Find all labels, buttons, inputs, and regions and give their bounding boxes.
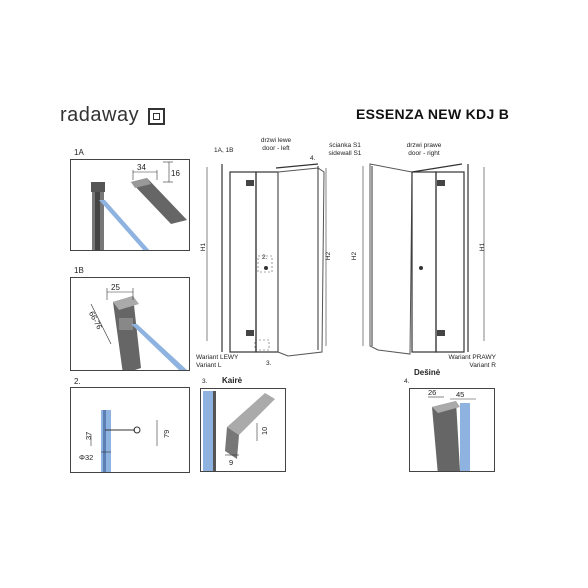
label-sidewall-pl: ścianka S1 (329, 142, 361, 149)
hinge-bottom-right (437, 330, 445, 336)
section-label-1a: 1A (74, 148, 84, 157)
detail-2-drawing: 37 79 Φ32 (79, 410, 171, 472)
label-ref-1a1b: 1A, 1B (214, 147, 234, 154)
logo-mark-icon (148, 108, 165, 125)
left-top-rail (275, 163, 319, 169)
detail-3-drawing: 10 9 (203, 391, 275, 471)
label-sidewall-en: sidewall S1 (328, 150, 362, 157)
right-top-rail (411, 163, 463, 173)
label-variant-left-pl: Wariant LEWY (196, 354, 239, 361)
label-variant-right: Wariant PRAWY Variant R (440, 354, 496, 370)
label-sidewall: ścianka S1 sidewall S1 (320, 142, 370, 158)
label-door-right-pl: drzwi prawe (406, 142, 442, 149)
label-ref-3: 3. (266, 360, 272, 367)
label-h2-left: H2 (325, 251, 333, 261)
left-door-panel-b (255, 171, 279, 353)
detail-1b-panel: 25 66-76 (70, 277, 190, 371)
right-door-panel-b (435, 171, 465, 353)
detail-3-panel: 10 9 (200, 388, 286, 472)
dim-3-height: 10 (260, 427, 269, 435)
left-sidewall (277, 167, 325, 357)
right-sidewall (369, 163, 413, 355)
brand-name: radaway (60, 104, 140, 126)
label-variant-right-lt: Dešinė (414, 368, 441, 377)
dim-2-h2: 79 (162, 430, 171, 438)
section-label-1b: 1B (74, 266, 84, 275)
label-door-right: drzwi prawe door - right (394, 142, 454, 158)
dim-2-h1: 37 (84, 432, 93, 440)
dim-1b-width: 25 (111, 283, 120, 292)
label-h1-right: H1 (479, 242, 487, 252)
dim-1a-width: 34 (137, 163, 146, 172)
label-variant-left: Wariant LEWY Variant L (196, 354, 238, 370)
label-variant-left-lt: Kairė (222, 376, 243, 385)
dim-1a-height: 16 (171, 169, 180, 178)
dim-3-width: 9 (229, 458, 233, 467)
hinge-bottom-left (246, 330, 254, 336)
right-door-panel-a (411, 171, 437, 353)
brand-logo: radaway (60, 104, 170, 128)
detail-4-drawing: 26 45 (428, 389, 476, 471)
label-variant-right-en: Variant R (469, 362, 496, 369)
left-door-panel-a (229, 171, 257, 353)
section-label-2: 2. (74, 377, 81, 386)
right-handle-icon (419, 266, 423, 270)
dim-4-a: 26 (428, 389, 436, 397)
detail-1a-drawing: 34 16 (91, 161, 187, 250)
detail-1b-drawing: 25 66-76 (87, 283, 187, 370)
label-h2-right: H2 (351, 251, 359, 261)
label-ref-3-section: 3. (202, 378, 208, 385)
label-variant-left-en: Variant L (196, 362, 222, 369)
page-title: ESSENZA NEW KDJ B (356, 106, 510, 122)
label-door-right-en: door - right (408, 150, 440, 157)
detail-4-panel: 26 45 (409, 388, 495, 472)
label-door-left-en: door - left (262, 145, 290, 152)
hinge-top-right (437, 180, 445, 186)
label-ref-4-section: 4. (404, 378, 410, 385)
left-handle-icon (264, 266, 268, 270)
label-variant-right-pl: Wariant PRAWY (448, 354, 496, 361)
label-door-left: drzwi lewe door - left (246, 137, 306, 153)
label-ref-4: 4. (310, 155, 316, 162)
dim-2-diameter: Φ32 (79, 453, 93, 462)
label-ref-2: 2. (262, 254, 268, 261)
detail-1a-panel: 34 16 (70, 159, 190, 251)
dim-4-b: 45 (456, 390, 464, 399)
hinge-top-left (246, 180, 254, 186)
label-door-left-pl: drzwi lewe (260, 137, 292, 144)
label-h1-left: H1 (200, 242, 208, 252)
detail-2-panel: 37 79 Φ32 (70, 387, 190, 473)
